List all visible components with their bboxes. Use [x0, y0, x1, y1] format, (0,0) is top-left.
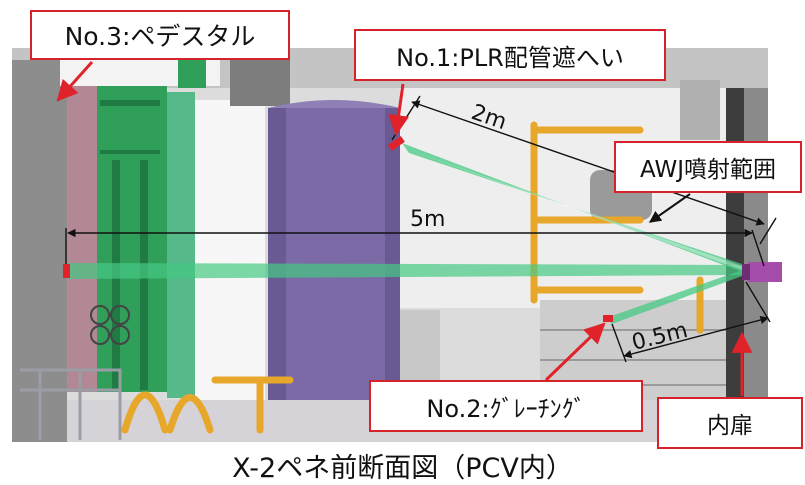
dimension-05m — [611, 281, 771, 363]
callout-awj-jet-range: AWJ噴射範囲 — [614, 141, 802, 193]
awj-nozzle-tip — [742, 264, 750, 280]
awj-nozzle — [748, 262, 782, 282]
dimension-5m-label: 5m — [410, 207, 445, 232]
callout-no3-pedestal: No.3:ペデスタル — [30, 10, 290, 60]
leader-arrow-no1 — [388, 83, 410, 137]
callout-inner-door: 内扉 — [657, 397, 803, 449]
leader-arrows — [56, 60, 753, 396]
leader-arrow-no3 — [56, 60, 94, 102]
leader-arrow-no2 — [544, 322, 606, 382]
callout-no2-grating: No.2:ｸﾞﾚｰﾁﾝｸﾞ — [369, 380, 643, 432]
target-marker-no3 — [63, 264, 70, 278]
dimension-5m — [65, 228, 765, 267]
foreground-railing — [20, 368, 122, 440]
target-marker-no2 — [603, 315, 613, 322]
plr-pipe-shield — [268, 100, 400, 400]
callout-no1-plr-pipe-shield: No.1:PLR配管遮へい — [354, 29, 666, 81]
figure-caption: X-2ペネ前断面図（PCV内） — [232, 453, 573, 484]
target-marker-no1 — [387, 135, 405, 151]
leader-arrow-awj — [649, 193, 691, 223]
